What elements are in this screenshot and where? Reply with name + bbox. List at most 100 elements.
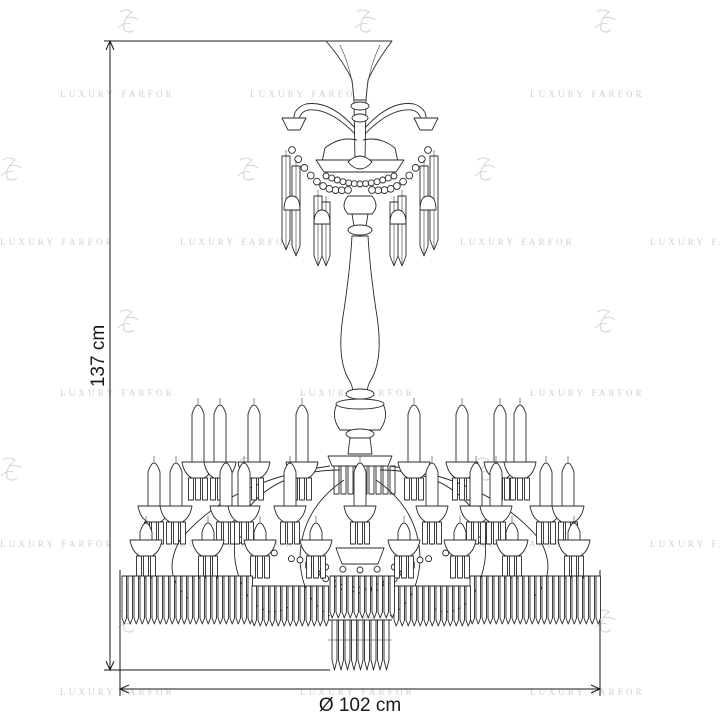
bead (384, 174, 392, 182)
candle (415, 456, 449, 545)
bead (416, 556, 424, 564)
diameter-dimension: Ø 102 cm (118, 570, 602, 716)
bead (344, 186, 352, 194)
pendant-prism (377, 619, 383, 671)
crystal-drop (321, 196, 331, 267)
watermark-text: LUXURY FARFOR (0, 539, 115, 549)
bead (313, 177, 321, 186)
upper-urn (343, 195, 377, 215)
crystal-bell (283, 195, 301, 211)
arrow-right-icon (590, 684, 602, 694)
candle (181, 398, 215, 501)
watermark-logo-icon (594, 309, 616, 333)
pendant-prism (370, 619, 377, 671)
candle (243, 516, 277, 579)
upper-arm-right (364, 103, 427, 129)
bead (411, 164, 420, 172)
candle (443, 516, 477, 579)
watermark-text: LUXURY FARFOR (530, 687, 645, 697)
watermark-text: LUXURY FARFOR (60, 687, 175, 697)
watermark-text: LUXURY FARFOR (300, 687, 415, 697)
candle (299, 516, 333, 579)
crystal-fringe (121, 575, 601, 627)
prism (382, 465, 389, 495)
bead (339, 178, 347, 186)
bead (362, 180, 370, 188)
bead (442, 549, 450, 557)
fringe-row (121, 575, 253, 625)
arrow-left-icon (118, 684, 130, 694)
bead (425, 555, 433, 563)
bead (296, 556, 304, 564)
bead (319, 182, 327, 190)
fringe-row (251, 585, 329, 627)
candle (503, 398, 537, 501)
bead (306, 171, 315, 180)
height-label: 137 cm (88, 325, 109, 387)
prism (347, 465, 354, 495)
central-globe (334, 401, 386, 431)
bead (356, 180, 364, 188)
crystal-bell (313, 209, 331, 225)
arrow-down-icon (105, 660, 115, 672)
bead (350, 180, 358, 188)
bead (328, 174, 336, 182)
bead (373, 565, 381, 573)
main-baluster (340, 235, 380, 393)
crystal-drop (419, 160, 429, 257)
watermark-logo-icon (474, 157, 496, 181)
upper-bobeche-right (413, 117, 439, 131)
fringe-row (469, 575, 601, 625)
lower-pendant-column (328, 547, 392, 671)
bead (424, 146, 432, 154)
pendant-prism (383, 619, 390, 671)
bead (356, 566, 364, 574)
pendant-prism (351, 619, 357, 671)
prism (368, 465, 375, 495)
watermark-logo-icon (117, 309, 139, 333)
watermark-text: LUXURY FARFOR (530, 388, 645, 398)
crystal-drop (291, 160, 301, 257)
candle (529, 456, 563, 545)
bead (287, 555, 295, 563)
fringe-row (393, 585, 471, 627)
bead (345, 179, 353, 187)
bead (405, 171, 414, 180)
bead (390, 172, 398, 180)
crystal-drop (313, 190, 323, 267)
bead (417, 155, 426, 164)
bead (393, 182, 401, 190)
crystal-drop (389, 196, 399, 267)
upper-bobeche-left (281, 117, 307, 131)
pendant-prism (364, 619, 370, 671)
watermark-text: LUXURY FARFOR (0, 237, 115, 247)
watermark-logo-icon (0, 157, 22, 181)
candle (495, 516, 529, 579)
crystal-bell (389, 209, 407, 225)
bead (399, 177, 407, 186)
pendant-prism (357, 619, 364, 671)
candle (227, 456, 261, 545)
bead (300, 164, 309, 172)
watermark-logo-icon (117, 9, 139, 33)
candle (387, 516, 421, 579)
candle (397, 398, 431, 501)
watermark-text: LUXURY FARFOR (650, 237, 720, 247)
bead (288, 146, 296, 154)
crystal-bell (419, 195, 437, 211)
bead (367, 179, 375, 187)
candle (557, 516, 591, 579)
bead (368, 186, 376, 194)
pendant-prism (338, 619, 344, 671)
height-dimension: 137 cm (88, 39, 340, 672)
candle (479, 456, 513, 545)
bead (322, 172, 330, 180)
diameter-label: Ø 102 cm (319, 695, 401, 716)
watermark-text: LUXURY FARFOR (180, 237, 295, 247)
bead (294, 155, 303, 164)
watermark-logo-icon (354, 9, 376, 33)
bead (379, 176, 387, 184)
upper-crystal-drops (281, 150, 439, 267)
prism (333, 465, 340, 495)
